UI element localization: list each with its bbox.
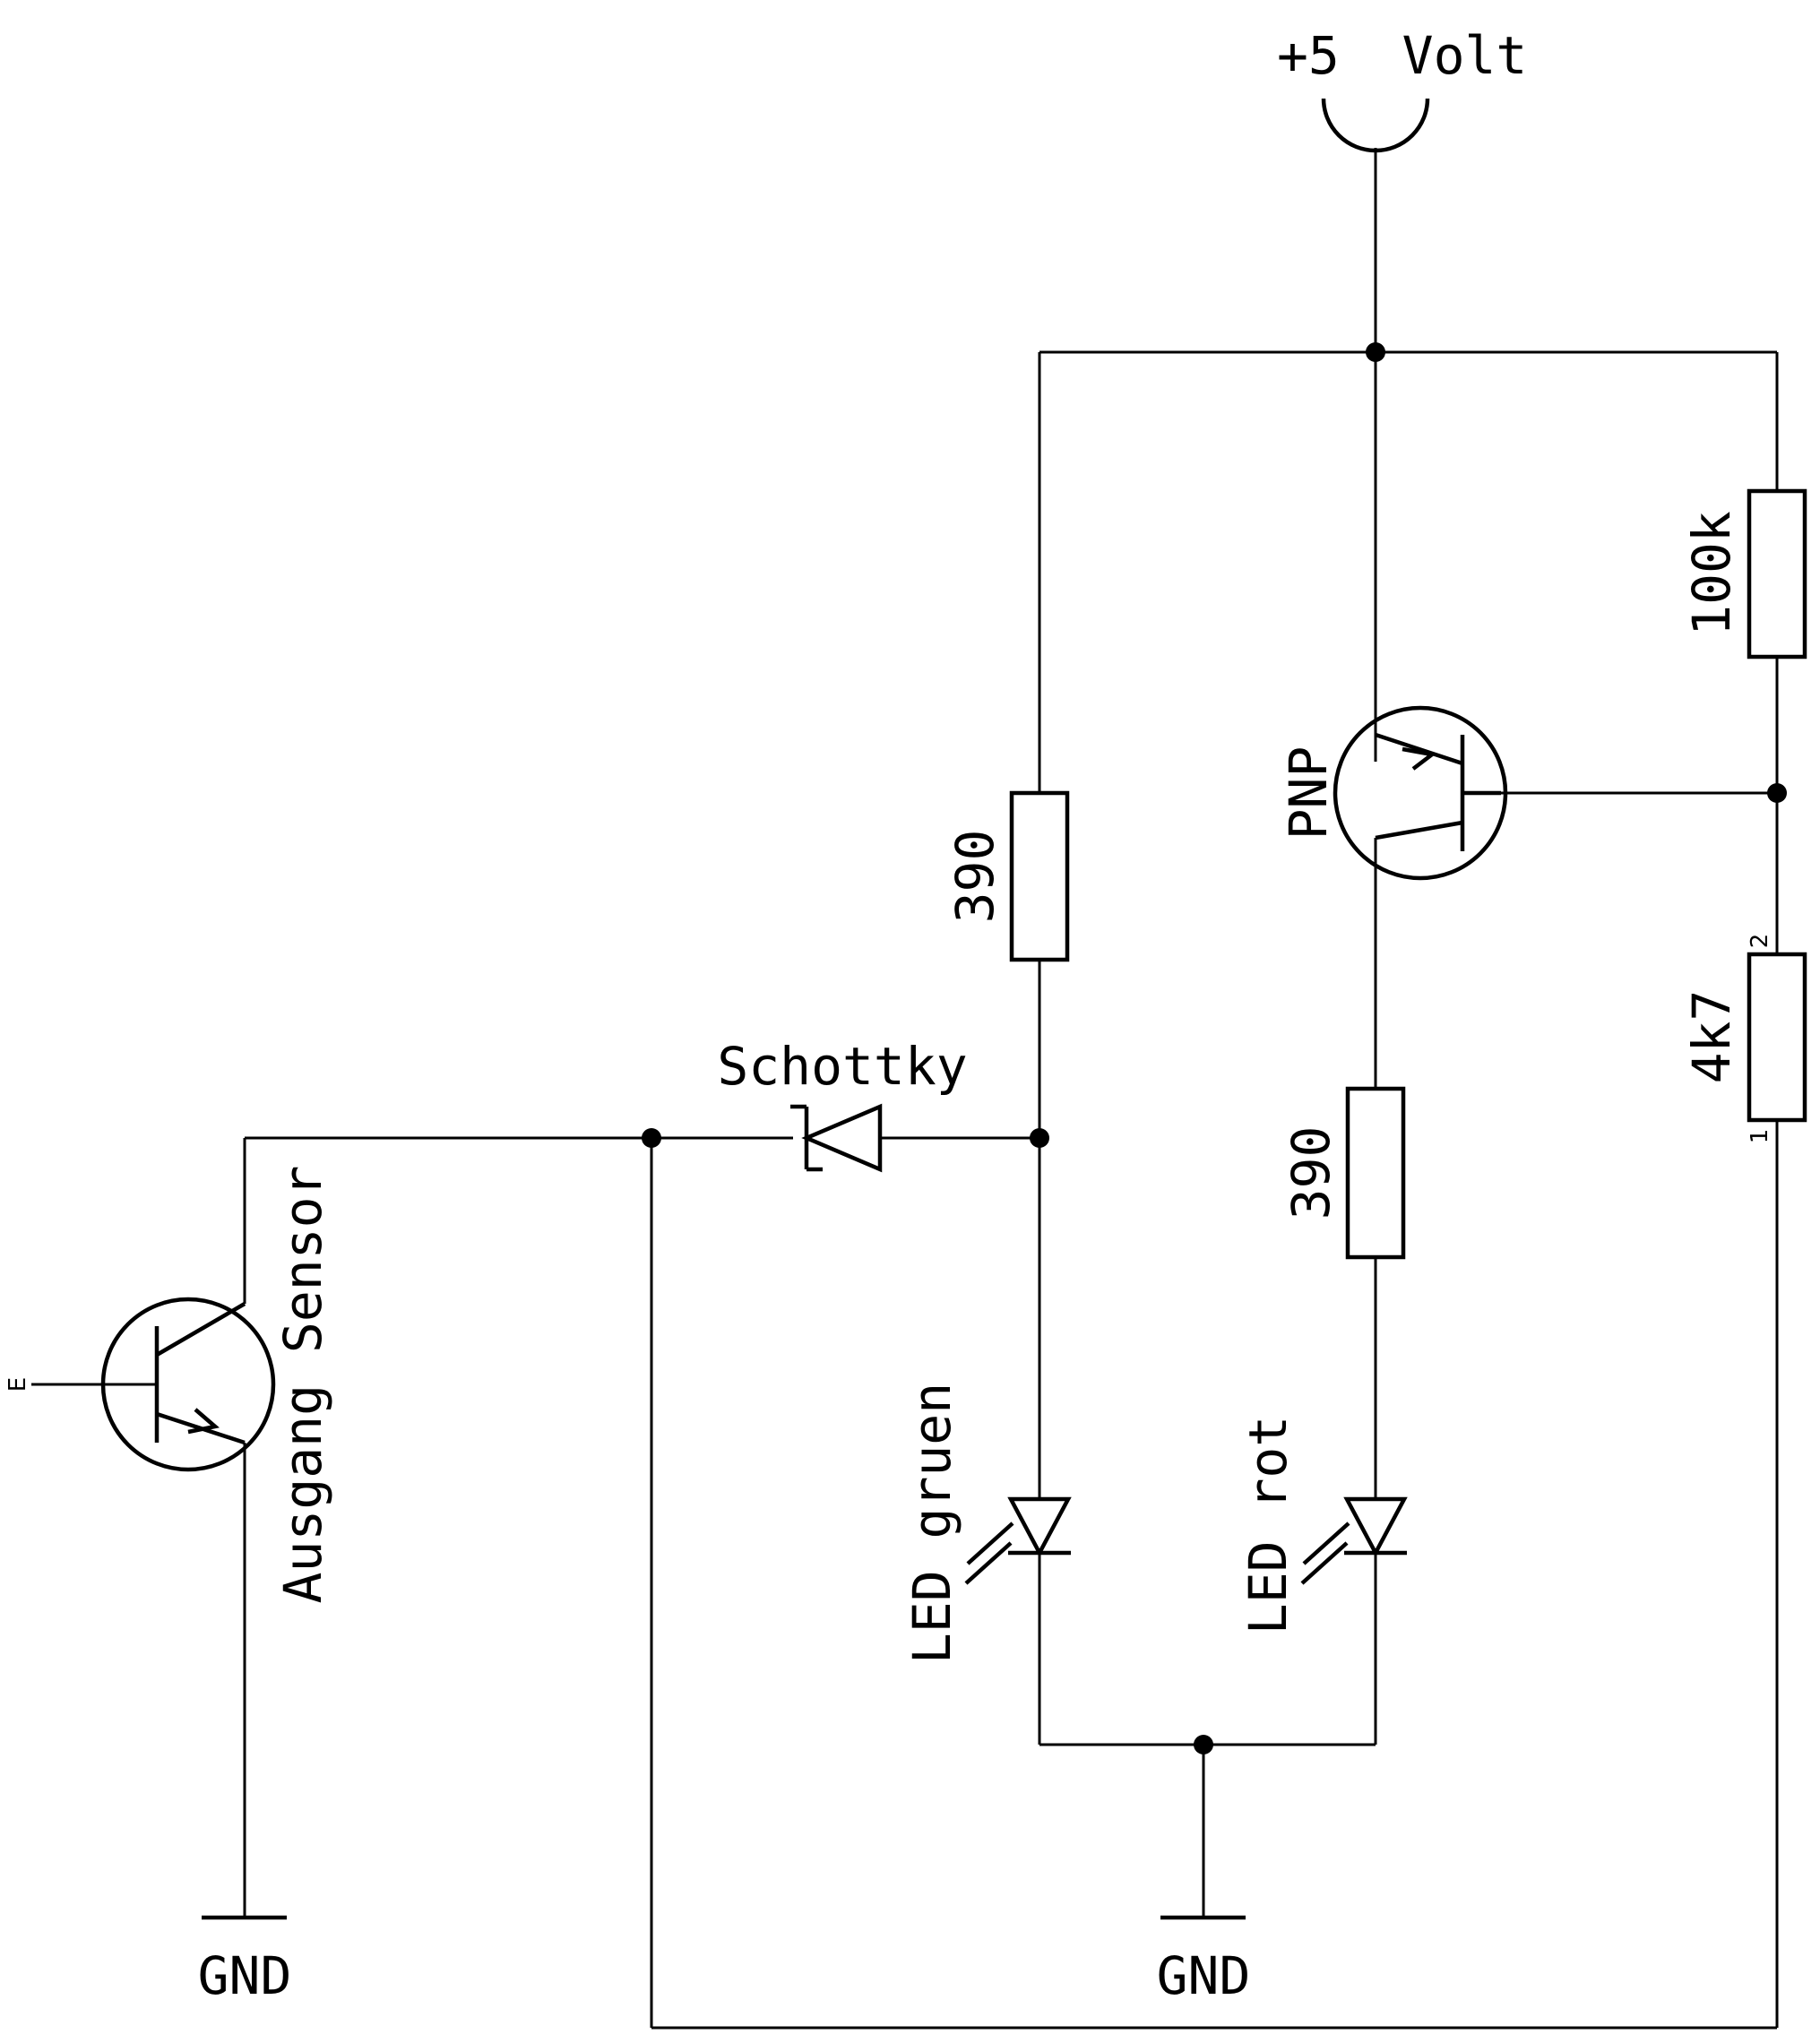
junction-diode-cathode: [1030, 1128, 1049, 1148]
schottky-label: Schottky: [717, 1036, 967, 1097]
pnp-label: PNP: [1278, 746, 1339, 840]
resistor-4k7: 4k7 2 1: [1681, 934, 1807, 1144]
led-red-triangle: [1343, 1496, 1408, 1557]
junctions: [642, 342, 1787, 1754]
schottky-triangle: [801, 1103, 883, 1173]
sensor-collector-leg: [155, 1302, 246, 1357]
ground-mid: GND: [1157, 1915, 1251, 2006]
resistor-4k7-label: 4k7: [1681, 990, 1742, 1084]
resistor-390-left: 390: [945, 790, 1070, 962]
led-red-label: LED rot: [1238, 1416, 1298, 1634]
led-green-ray-1: [966, 1521, 1014, 1565]
resistor-100k-body: [1747, 488, 1807, 659]
sensor-pin-label: E: [4, 1377, 31, 1392]
supply-terminal: +5 Volt: [1277, 25, 1527, 153]
resistor-390-mid-body: [1345, 1086, 1406, 1260]
pin-label-1: 1: [1747, 1129, 1773, 1144]
pnp-collector-leg: [1375, 820, 1463, 840]
sensor-circle: [100, 1297, 276, 1472]
junction-base: [1767, 783, 1787, 803]
led-green: LED gruen: [901, 1383, 1072, 1664]
led-green-triangle: [1007, 1496, 1072, 1557]
resistor-390-left-label: 390: [945, 830, 1005, 924]
led-red-ray-1: [1302, 1521, 1350, 1565]
schottky-diode: Schottky: [717, 1036, 968, 1173]
ground-mid-label: GND: [1157, 1945, 1251, 2006]
resistor-390-mid-label: 390: [1281, 1126, 1341, 1220]
junction-top: [1366, 342, 1385, 362]
led-red: LED rot: [1238, 1416, 1408, 1634]
sensor-transistor: E Ausgang Sensor: [4, 1166, 333, 1604]
resistor-100k: 100k: [1681, 488, 1807, 659]
sensor-arrow: [187, 1408, 220, 1435]
led-green-label: LED gruen: [901, 1383, 962, 1664]
junction-gnd-bus: [1194, 1735, 1213, 1754]
ground-left-label: GND: [198, 1945, 292, 2006]
pnp-emitter-leg: [1375, 732, 1463, 766]
led-green-ray-2: [964, 1541, 1013, 1585]
ground-left: GND: [198, 1915, 292, 2006]
pin-label-2: 2: [1747, 934, 1773, 949]
supply-label: +5 Volt: [1277, 25, 1527, 86]
resistor-4k7-body: [1747, 952, 1807, 1123]
supply-symbol: [1321, 98, 1430, 153]
pnp-arrow: [1402, 746, 1437, 771]
junction-sensor-node: [642, 1128, 661, 1148]
pnp-transistor: PNP: [1278, 705, 1508, 881]
pnp-circle: [1333, 705, 1508, 881]
wires: [31, 148, 1779, 2030]
resistor-390-left-body: [1009, 790, 1070, 962]
sensor-label: Ausgang Sensor: [272, 1166, 333, 1604]
led-red-ray-2: [1300, 1541, 1349, 1585]
resistor-390-mid: 390: [1281, 1086, 1406, 1260]
resistor-100k-label: 100k: [1681, 511, 1742, 636]
